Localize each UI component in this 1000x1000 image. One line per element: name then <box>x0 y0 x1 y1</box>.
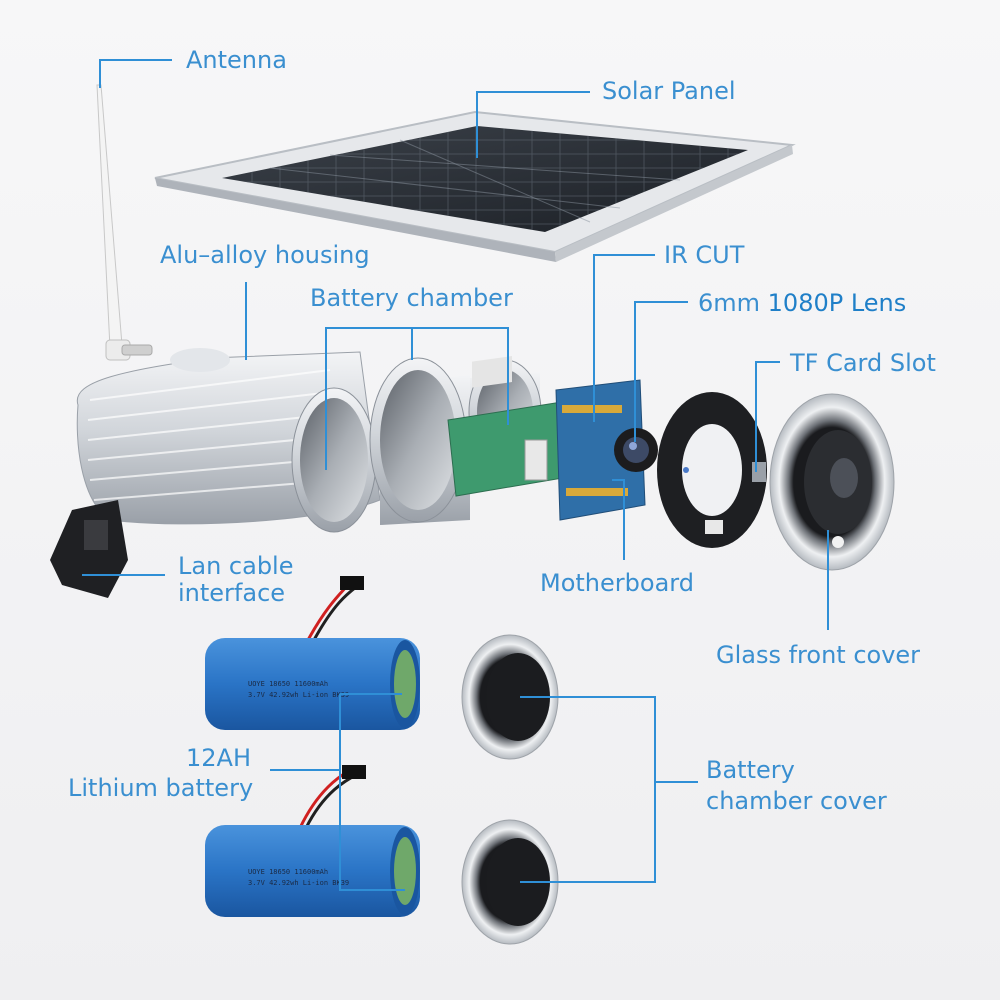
label-battery-line1: 12AH <box>186 744 252 772</box>
battery-print-line1: UOYE 18650 11600mAh <box>248 868 328 876</box>
leader-battery <box>339 694 405 891</box>
battery-print-line2: 3.7V 42.92wh Li-ion BK39 <box>248 879 349 887</box>
label-lens-prefix: 6mm <box>698 289 768 317</box>
leader-chamber-cover <box>520 696 656 883</box>
leader-ir-cut <box>593 254 655 422</box>
label-cover-line2: chamber cover <box>706 787 887 815</box>
lithium-battery-bottom: UOYE 18650 11600mAh 3.7V 42.92wh Li-ion … <box>205 765 420 917</box>
label-solar-panel: Solar Panel <box>602 77 736 105</box>
label-antenna: Antenna <box>186 46 287 74</box>
label-battery-line2: Lithium battery <box>68 774 254 802</box>
battery-chamber-cover-top <box>461 634 559 760</box>
lithium-battery-top: UOYE 18650 11600mAh 3.7V 42.92wh Li-ion … <box>205 576 420 730</box>
leader-tf-card <box>755 361 780 472</box>
battery-print-line2: 3.7V 42.92wh Li-ion BK39 <box>248 691 349 699</box>
leader-motherboard <box>612 479 625 560</box>
alu-alloy-housing <box>76 348 381 533</box>
glass-front-cover <box>769 393 895 571</box>
leader-solar-panel <box>476 91 590 158</box>
battery-chamber-cover-bottom <box>461 819 559 945</box>
leader-antenna <box>99 59 172 88</box>
label-glass-front-cover: Glass front cover <box>716 641 921 669</box>
battery-print-line1: UOYE 18650 11600mAh <box>248 680 328 688</box>
label-cover-line1: Battery <box>706 756 795 784</box>
lan-cable-connector <box>50 500 128 598</box>
label-lan-line2: interface <box>178 579 286 607</box>
leader-lines <box>82 59 829 891</box>
label-alu-alloy-housing: Alu–alloy housing <box>160 241 370 269</box>
leader-battery-chamber <box>325 327 509 470</box>
label-lan-line1: Lan cable <box>178 552 294 580</box>
label-lens-highlight: 1080P Lens <box>767 289 907 317</box>
solar-panel <box>154 110 796 262</box>
motherboard <box>447 356 658 521</box>
ir-led-board <box>657 392 767 548</box>
label-lens: 6mm 1080P Lens <box>698 290 906 317</box>
label-battery-chamber: Battery chamber <box>310 284 513 312</box>
label-motherboard: Motherboard <box>540 569 694 597</box>
antenna <box>96 84 153 361</box>
label-ir-cut: IR CUT <box>664 241 745 269</box>
leader-lens <box>634 301 688 442</box>
label-tf-card-slot: TF Card Slot <box>790 349 936 377</box>
